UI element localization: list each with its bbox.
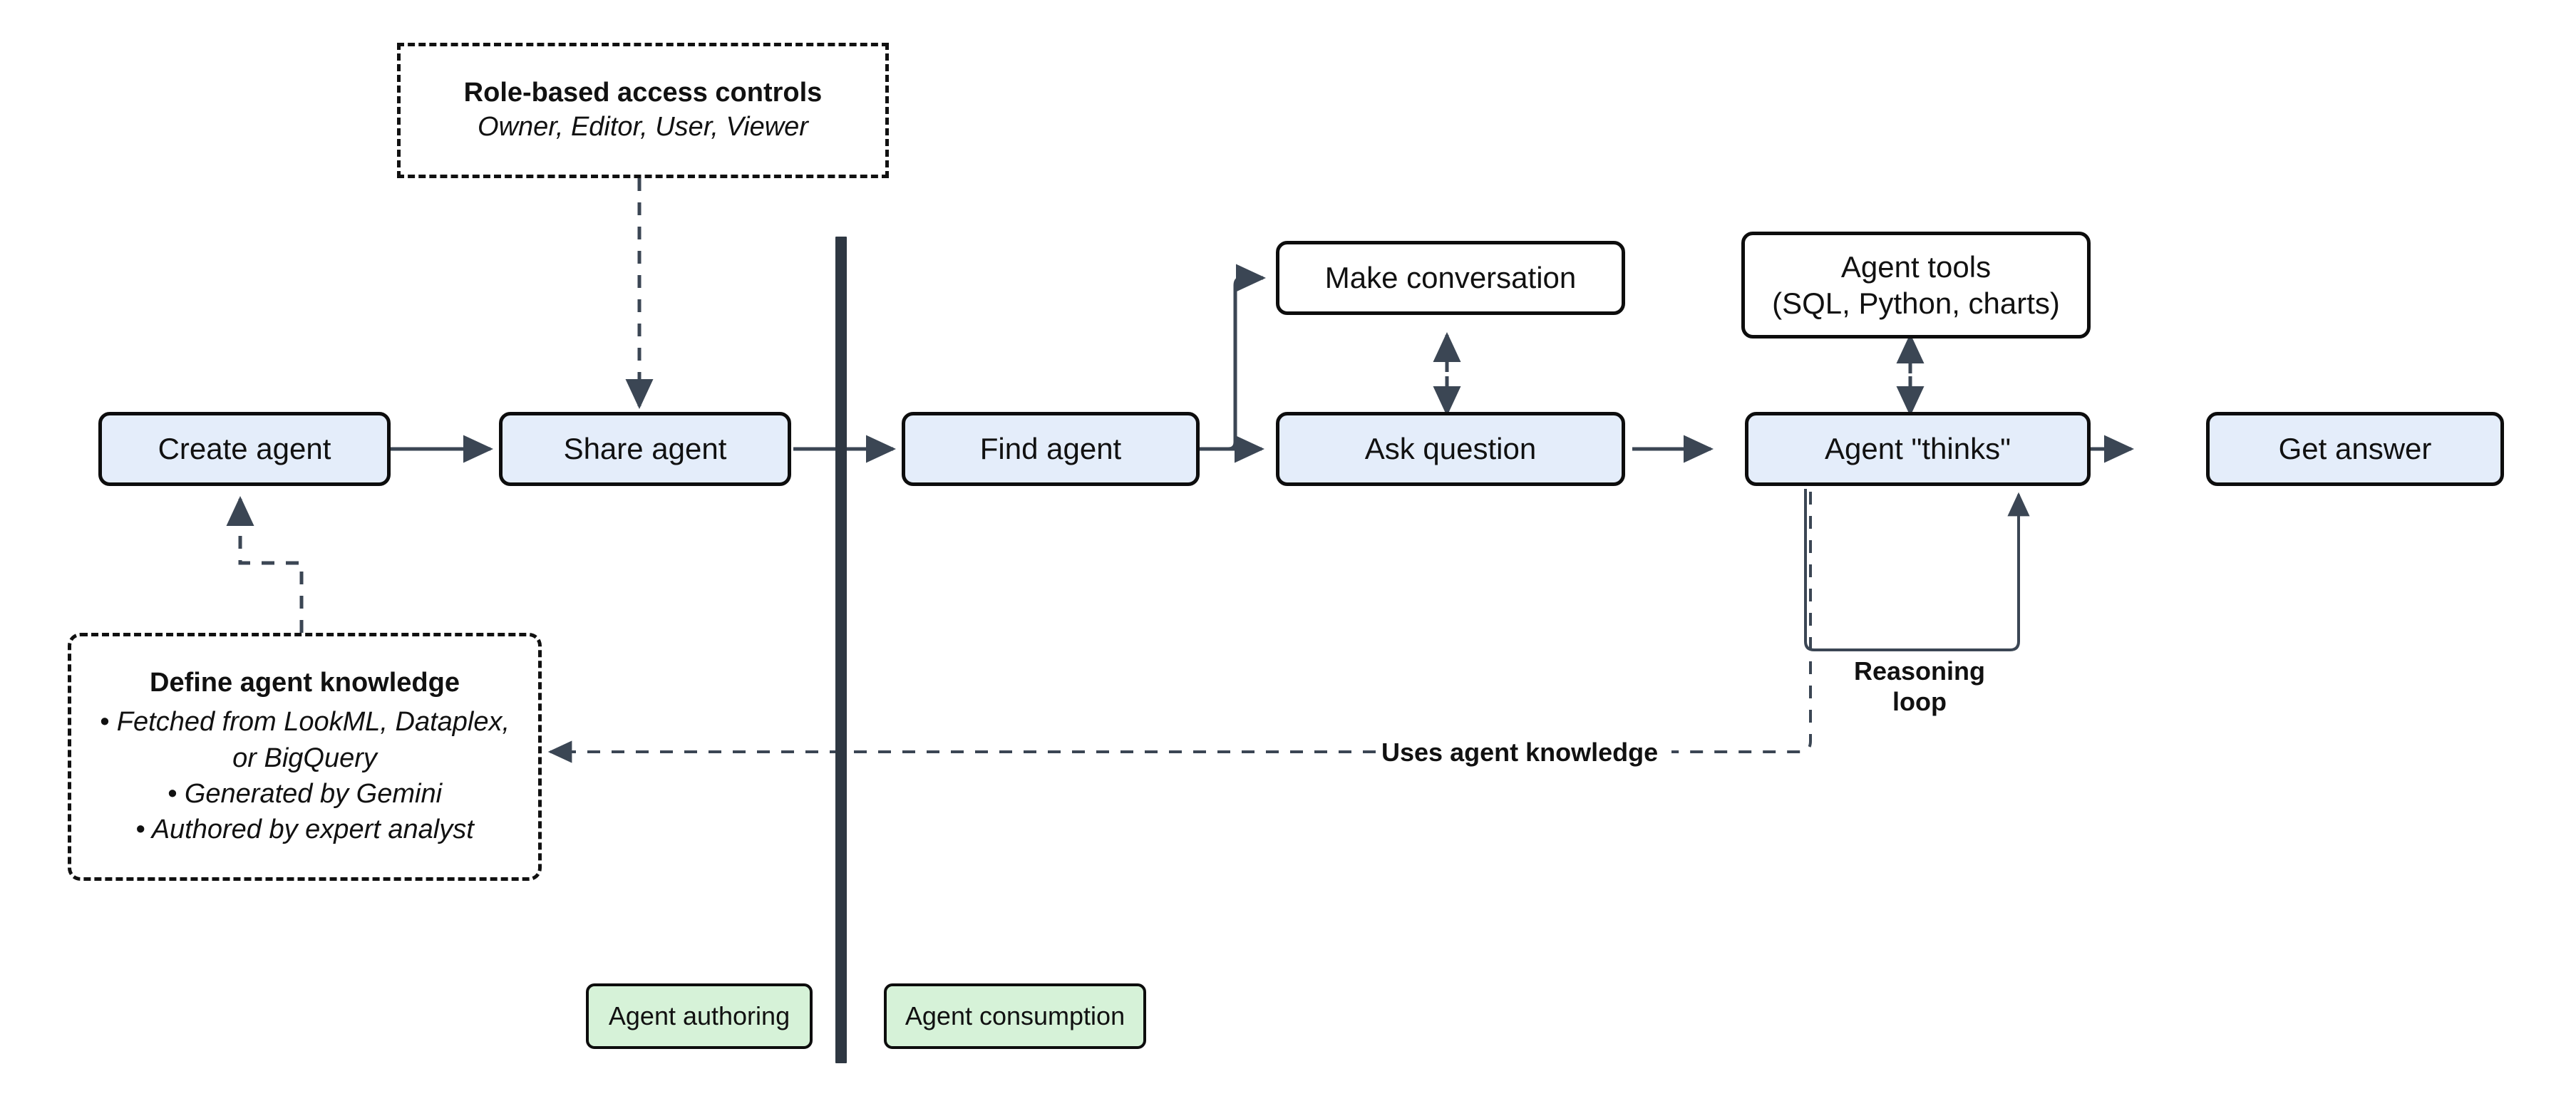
note-knowledge-title: Define agent knowledge — [150, 667, 460, 698]
note-knowledge-item-1: or BigQuery — [232, 743, 377, 773]
edge-reasoning-loop — [1804, 489, 2030, 651]
note-role-based-access-controls: Role-based access controls Owner, Editor… — [397, 43, 889, 178]
node-find-agent[interactable]: Find agent — [902, 412, 1200, 486]
legend-agent-consumption-label: Agent consumption — [905, 1001, 1125, 1031]
note-define-agent-knowledge: Define agent knowledge • Fetched from Lo… — [68, 633, 542, 881]
edge-label-reasoning-loop-line2: loop — [1892, 687, 1947, 717]
edge-uses-agent-knowledge — [1671, 492, 1812, 753]
legend-agent-authoring: Agent authoring — [586, 983, 813, 1049]
node-make-conversation-label: Make conversation — [1324, 261, 1577, 295]
legend-agent-consumption: Agent consumption — [884, 983, 1146, 1049]
node-ask-question[interactable]: Ask question — [1276, 412, 1625, 486]
node-agent-tools-label-line2: (SQL, Python, charts) — [1772, 286, 2060, 320]
node-make-conversation[interactable]: Make conversation — [1276, 241, 1625, 315]
node-create-agent[interactable]: Create agent — [98, 412, 391, 486]
note-knowledge-item-0: • Fetched from LookML, Dataplex, — [99, 707, 510, 738]
edge-label-reasoning-loop: Reasoning loop — [1835, 656, 2004, 717]
node-get-answer[interactable]: Get answer — [2206, 412, 2504, 486]
section-divider — [835, 237, 847, 1063]
node-agent-tools[interactable]: Agent tools (SQL, Python, charts) — [1741, 232, 2091, 338]
note-knowledge-item-2: • Generated by Gemini — [167, 778, 443, 809]
node-share-agent-label: Share agent — [563, 432, 727, 466]
node-ask-question-label: Ask question — [1364, 432, 1537, 466]
node-agent-thinks-label: Agent "thinks" — [1825, 432, 2011, 466]
node-create-agent-label: Create agent — [158, 432, 331, 466]
note-rbac-subtitle: Owner, Editor, User, Viewer — [478, 112, 808, 143]
node-agent-thinks[interactable]: Agent "thinks" — [1745, 412, 2091, 486]
edge-label-reasoning-loop-line1: Reasoning — [1853, 656, 1986, 686]
node-get-answer-label: Get answer — [2278, 432, 2432, 466]
legend-agent-authoring-label: Agent authoring — [608, 1001, 790, 1031]
edge-label-uses-agent-knowledge: Uses agent knowledge — [1376, 737, 1664, 768]
edge-knowledge-to-create — [226, 495, 304, 633]
edge-find-to-make-conversation — [1200, 264, 1267, 451]
node-share-agent[interactable]: Share agent — [499, 412, 791, 486]
note-knowledge-item-3: • Authored by expert analyst — [135, 814, 474, 844]
note-rbac-title: Role-based access controls — [463, 77, 823, 108]
node-find-agent-label: Find agent — [979, 432, 1122, 466]
node-agent-tools-label-line1: Agent tools — [1840, 249, 1992, 284]
